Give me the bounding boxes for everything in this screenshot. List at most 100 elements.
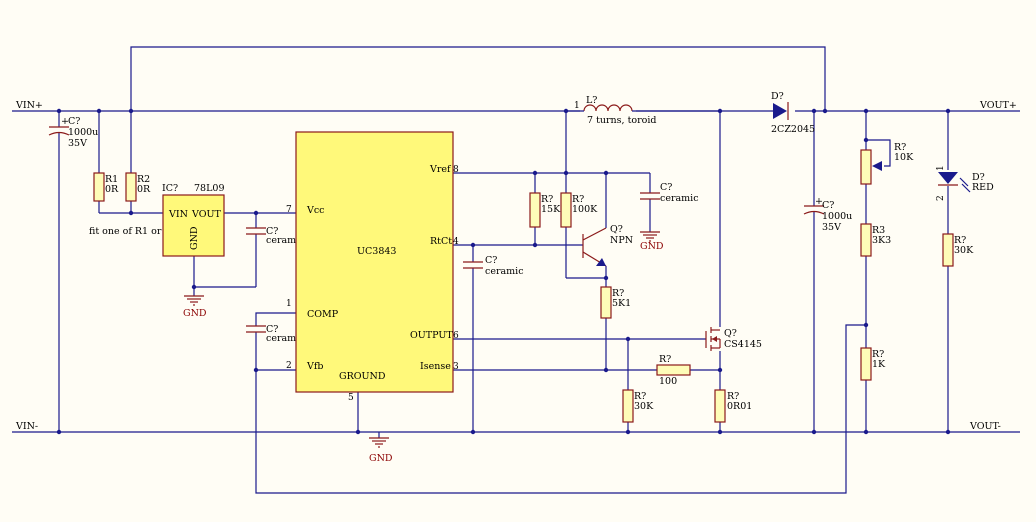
svg-text:3K3: 3K3 bbox=[872, 235, 891, 246]
ground-symbol-controller: GND bbox=[369, 437, 393, 464]
svg-text:D?: D? bbox=[972, 172, 985, 183]
svg-text:5K1: 5K1 bbox=[612, 298, 631, 309]
svg-text:GND: GND bbox=[189, 226, 200, 250]
svg-text:+: + bbox=[815, 196, 823, 207]
ground-symbol-regulator: GND bbox=[183, 295, 207, 319]
svg-text:VIN: VIN bbox=[168, 209, 188, 220]
svg-text:R?: R? bbox=[572, 194, 584, 205]
net-label-vout-neg: VOUT- bbox=[969, 421, 1001, 432]
resistor-sense[interactable]: R? 0R01 bbox=[714, 389, 752, 423]
svg-text:100K: 100K bbox=[572, 204, 598, 215]
mosfet[interactable]: Q? CS4145 bbox=[705, 327, 762, 351]
svg-text:6: 6 bbox=[453, 331, 459, 341]
svg-text:4: 4 bbox=[453, 237, 459, 247]
resistor-100[interactable]: R? 100 bbox=[656, 354, 691, 387]
svg-text:NPN: NPN bbox=[610, 235, 633, 246]
svg-text:R?: R? bbox=[894, 142, 906, 153]
svg-text:7: 7 bbox=[286, 205, 292, 215]
svg-text:R?: R? bbox=[872, 349, 884, 360]
svg-text:IC?: IC? bbox=[162, 183, 178, 194]
capacitor-vref[interactable]: C? ceramic bbox=[640, 182, 699, 204]
controller-part: UC3843 bbox=[357, 246, 396, 257]
svg-text:C?: C? bbox=[660, 182, 672, 193]
resistor-1k[interactable]: R? 1K bbox=[860, 347, 886, 381]
inductor[interactable]: 1 L? 7 turns, toroid bbox=[566, 95, 720, 126]
resistor-15k[interactable]: R? 15K bbox=[529, 192, 561, 228]
svg-text:D?: D? bbox=[771, 91, 784, 102]
junction-dots bbox=[56, 108, 951, 435]
potentiometer-10k[interactable]: R? 10K bbox=[860, 142, 914, 185]
capacitor-comp[interactable]: C? ceramic bbox=[246, 324, 305, 344]
resistor-r3[interactable]: R3 3K3 bbox=[860, 223, 891, 257]
wires bbox=[12, 46, 1020, 494]
svg-text:R1: R1 bbox=[105, 174, 118, 185]
resistor-30k-gate[interactable]: R? 30K bbox=[622, 389, 654, 423]
input-capacitor[interactable]: + C? 1000u 35V bbox=[48, 116, 98, 149]
svg-text:ceramic: ceramic bbox=[266, 235, 305, 246]
svg-text:C?: C? bbox=[485, 255, 497, 266]
net-label-vin-neg: VIN- bbox=[15, 421, 38, 432]
svg-text:Q?: Q? bbox=[724, 328, 737, 339]
resistor-r1[interactable]: R1 0R bbox=[93, 172, 119, 202]
svg-text:Isense: Isense bbox=[420, 361, 451, 372]
led-red[interactable]: 1 2 D? RED bbox=[936, 165, 994, 201]
resistor-30k-led[interactable]: R? 30K bbox=[942, 233, 974, 267]
svg-text:VOUT: VOUT bbox=[191, 209, 221, 220]
ground-symbol-vref: GND bbox=[640, 231, 664, 252]
svg-text:L?: L? bbox=[586, 95, 597, 106]
svg-text:Vfb: Vfb bbox=[306, 361, 323, 372]
capacitor-vcc[interactable]: C? ceramic bbox=[246, 226, 305, 246]
svg-text:+: + bbox=[61, 116, 69, 127]
svg-text:R?: R? bbox=[659, 354, 671, 365]
svg-text:30K: 30K bbox=[954, 245, 974, 256]
svg-text:1: 1 bbox=[574, 101, 580, 111]
svg-text:Vcc: Vcc bbox=[306, 205, 325, 216]
net-label-vin-pos: VIN+ bbox=[15, 100, 43, 111]
output-capacitor[interactable]: + C? 1000u 35V bbox=[803, 196, 852, 233]
regulator-78l09[interactable]: IC? 78L09 VIN VOUT GND bbox=[162, 183, 225, 257]
svg-text:R?: R? bbox=[541, 194, 553, 205]
svg-text:Vref: Vref bbox=[429, 164, 452, 175]
svg-text:1000u: 1000u bbox=[822, 211, 852, 222]
svg-text:35V: 35V bbox=[822, 222, 841, 233]
c-in-value: 1000u bbox=[68, 127, 98, 138]
svg-text:0R: 0R bbox=[137, 184, 151, 195]
svg-text:C?: C? bbox=[266, 226, 278, 237]
svg-text:R?: R? bbox=[954, 235, 966, 246]
svg-text:RED: RED bbox=[972, 182, 994, 193]
svg-text:C?: C? bbox=[822, 200, 834, 211]
svg-text:2: 2 bbox=[286, 361, 292, 371]
svg-text:0R: 0R bbox=[105, 184, 119, 195]
svg-text:1: 1 bbox=[286, 299, 292, 309]
svg-text:1: 1 bbox=[936, 165, 946, 171]
svg-text:0R01: 0R01 bbox=[727, 401, 752, 412]
svg-text:100: 100 bbox=[659, 376, 677, 387]
svg-text:15K: 15K bbox=[541, 204, 561, 215]
uc3843-controller[interactable]: UC3843 Vref RtCt OUTPUT Isense Vcc COMP … bbox=[286, 131, 459, 403]
svg-text:ceramic: ceramic bbox=[485, 266, 524, 277]
svg-text:78L09: 78L09 bbox=[194, 183, 225, 194]
svg-text:R2: R2 bbox=[137, 174, 150, 185]
svg-text:GROUND: GROUND bbox=[339, 371, 386, 382]
svg-text:R3: R3 bbox=[872, 225, 885, 236]
resistor-100k[interactable]: R? 100K bbox=[560, 192, 598, 228]
svg-text:7 turns, toroid: 7 turns, toroid bbox=[587, 115, 657, 126]
c-in-voltage: 35V bbox=[68, 138, 87, 149]
capacitor-ct[interactable]: C? ceramic bbox=[463, 255, 524, 277]
npn-transistor[interactable]: Q? NPN bbox=[582, 224, 633, 267]
svg-text:30K: 30K bbox=[634, 401, 654, 412]
svg-text:2CZ2045: 2CZ2045 bbox=[771, 124, 815, 135]
svg-text:R?: R? bbox=[634, 391, 646, 402]
diode-2cz2045[interactable]: D? 2CZ2045 bbox=[771, 91, 815, 135]
svg-text:8: 8 bbox=[453, 165, 459, 175]
svg-text:OUTPUT: OUTPUT bbox=[410, 330, 453, 341]
resistor-5k1[interactable]: R? 5K1 bbox=[600, 286, 631, 319]
svg-text:2: 2 bbox=[936, 195, 946, 201]
svg-text:1K: 1K bbox=[872, 359, 886, 370]
select-note: fit one of R1 or R2 bbox=[89, 226, 178, 237]
net-label-vout-pos: VOUT+ bbox=[979, 100, 1017, 111]
resistor-r2[interactable]: R2 0R bbox=[125, 172, 151, 202]
svg-text:C?: C? bbox=[266, 324, 278, 335]
svg-text:CS4145: CS4145 bbox=[724, 339, 762, 350]
